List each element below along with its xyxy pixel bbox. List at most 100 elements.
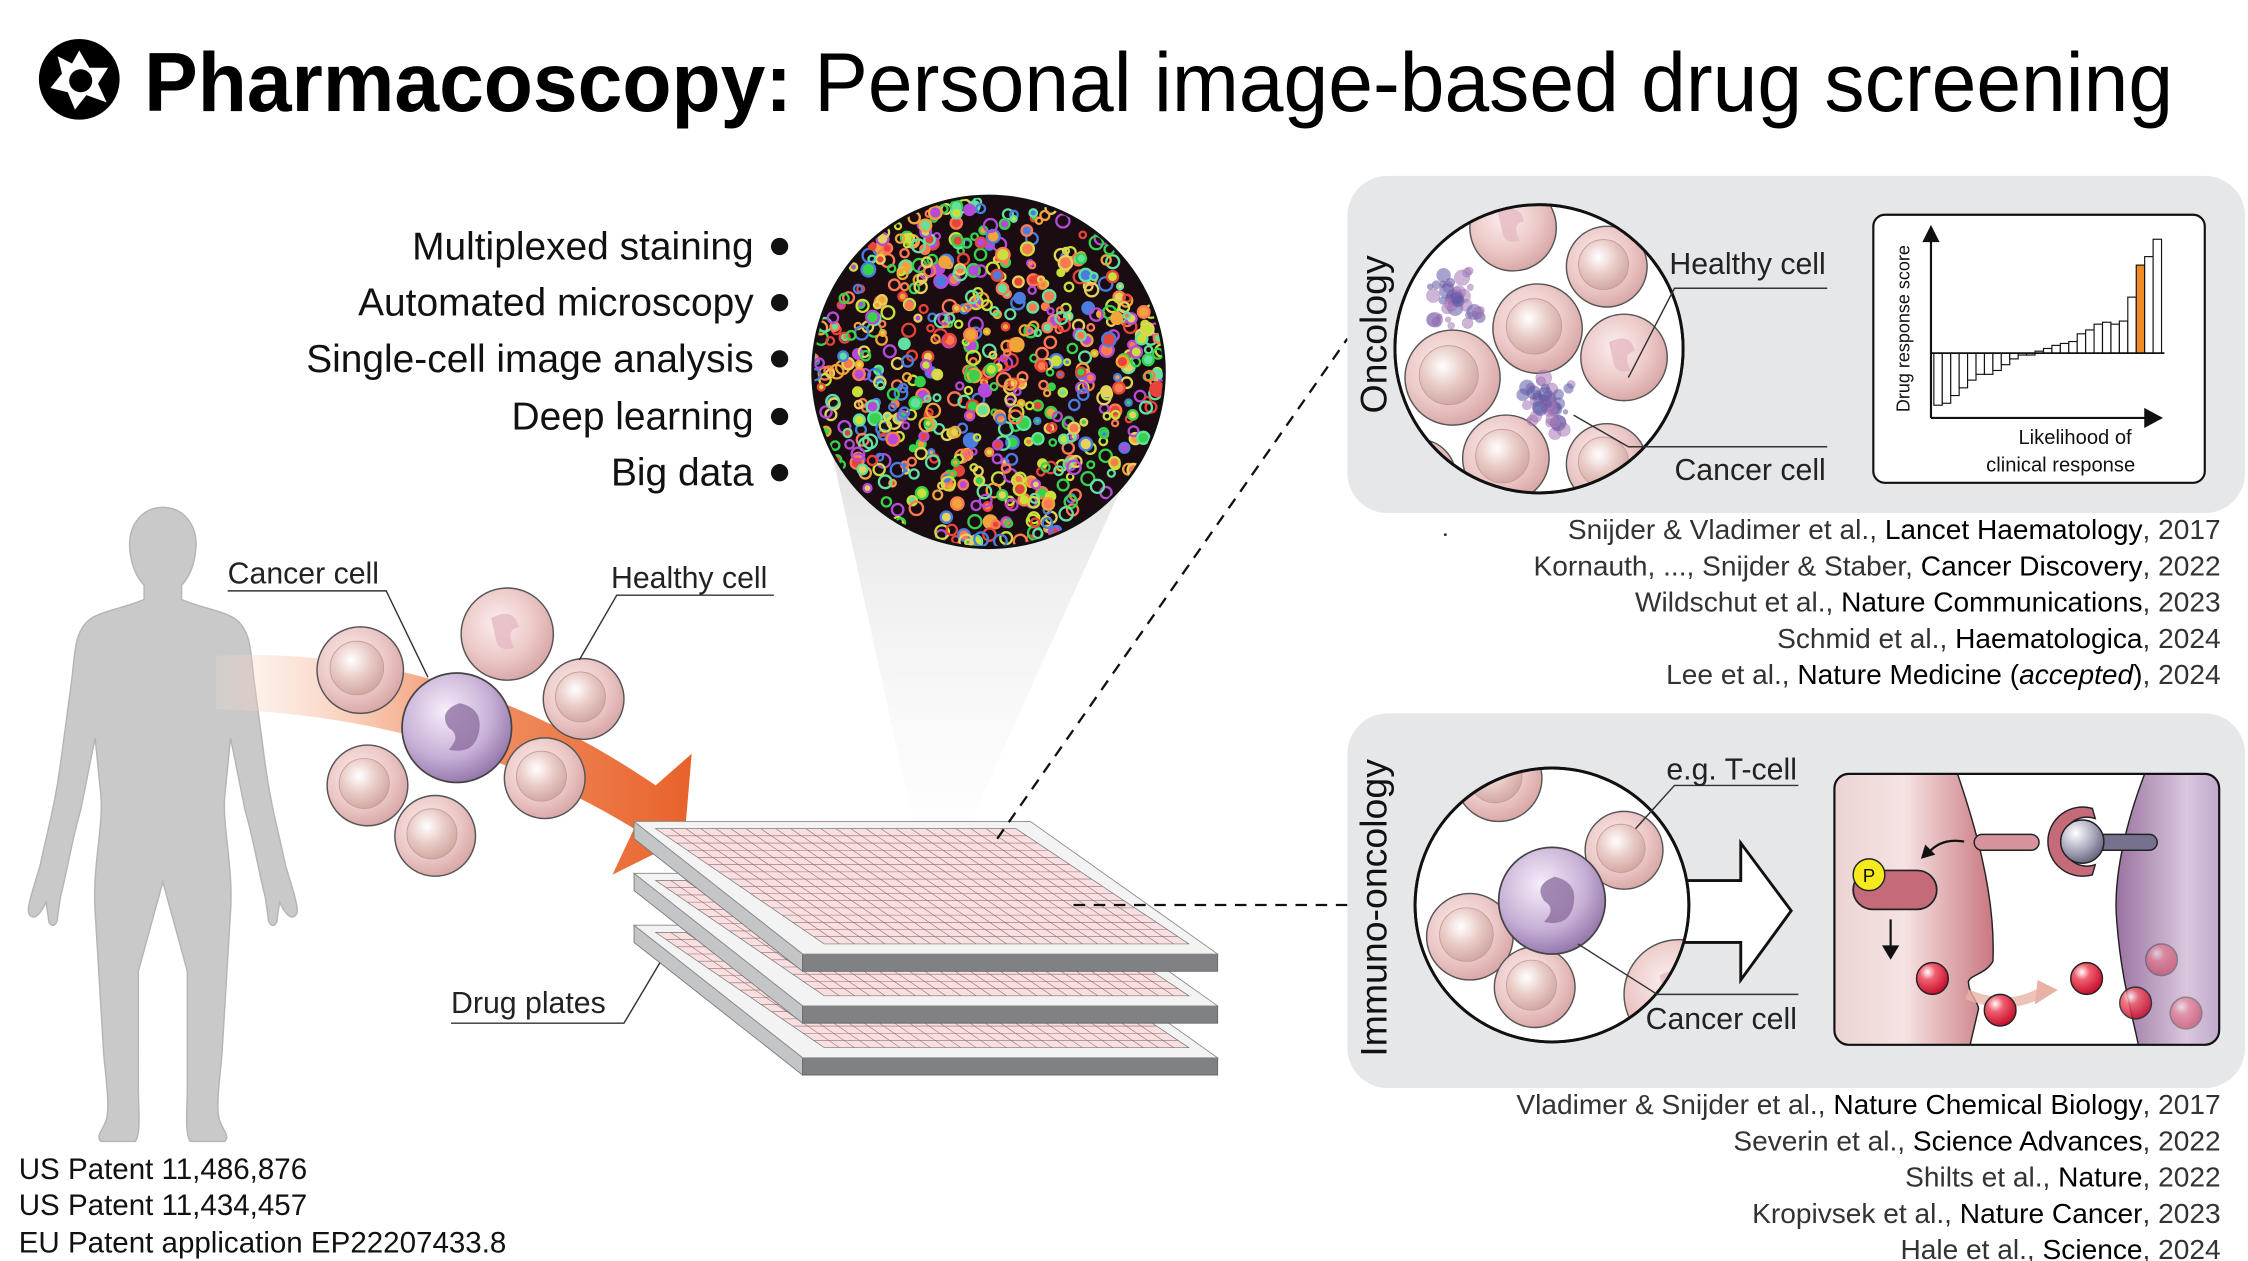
stained-cell-dot bbox=[1127, 425, 1140, 438]
healthy-cell-icon bbox=[316, 626, 405, 715]
reference-item: Hale et al., Science, 2024 bbox=[1900, 1234, 2220, 1261]
oncology-cancer-cell-label: Cancer cell bbox=[1674, 454, 1825, 487]
microscope-light-cone bbox=[824, 417, 1153, 865]
chart-bar bbox=[1983, 352, 1994, 375]
stained-cell-dot bbox=[1012, 387, 1022, 397]
stained-cell-dot bbox=[1122, 311, 1132, 320]
healthy-cell-icon bbox=[460, 587, 555, 681]
stained-cell-dot bbox=[874, 253, 886, 265]
chart-bar bbox=[1933, 352, 1943, 406]
stained-cell-dot bbox=[1029, 517, 1041, 529]
stained-cell-dot bbox=[1078, 230, 1088, 240]
stained-cell-dot bbox=[1066, 342, 1079, 355]
stained-cell-dot bbox=[927, 205, 943, 220]
stained-cell-dot bbox=[1081, 301, 1096, 316]
reference-note: accepted bbox=[2019, 659, 2134, 690]
stained-cell-dot bbox=[940, 428, 954, 442]
reference-item: Lee et al., Nature Medicine (accepted), … bbox=[1666, 659, 2220, 690]
stained-cell-dot bbox=[1038, 280, 1048, 290]
stained-cell-dot bbox=[1105, 254, 1121, 270]
stained-cell-dot bbox=[963, 410, 976, 422]
stained-cell-dot bbox=[910, 238, 927, 254]
bullet-icon bbox=[770, 350, 789, 368]
cancer-cell-icon bbox=[401, 672, 513, 784]
chart-bar bbox=[2051, 344, 2061, 354]
stained-cell-dot bbox=[1105, 269, 1120, 284]
stained-cell-dot bbox=[1129, 345, 1144, 359]
chart-bar bbox=[2093, 323, 2104, 354]
stained-cell-dot bbox=[1027, 285, 1037, 296]
stained-cell-dot bbox=[1118, 441, 1131, 454]
cancer-cell-leader-line bbox=[227, 590, 429, 678]
stained-cell-dot bbox=[852, 413, 866, 427]
drug-response-chart: Drug response score Likelihood of clinic… bbox=[1872, 213, 2206, 484]
healthy-cell-icon bbox=[326, 744, 409, 827]
immuno-oncology-label: Immuno-oncology bbox=[1352, 759, 1394, 1057]
oncology-references: Snijder & Vladimer et al., Lancet Haemat… bbox=[1534, 514, 2221, 690]
drug-plates-label: Drug plates bbox=[451, 987, 606, 1020]
stained-cell-dot bbox=[994, 413, 1007, 426]
reference-journal: Science Advances bbox=[1913, 1125, 2143, 1156]
reference-authors: Wildschut et al., bbox=[1635, 587, 1841, 618]
stained-cell-dot bbox=[1033, 416, 1042, 426]
healthy-cell-leader-line bbox=[578, 594, 774, 661]
microscopy-image bbox=[811, 194, 1166, 550]
blood-sample-cells bbox=[316, 587, 625, 877]
stained-cell-dot bbox=[1038, 379, 1049, 391]
stained-cell-dot bbox=[923, 394, 932, 403]
stained-cell-dot bbox=[944, 312, 956, 324]
stained-cell-dot bbox=[957, 478, 970, 491]
stained-cell-dot bbox=[1004, 518, 1014, 529]
stained-cell-dot bbox=[880, 304, 896, 321]
oncology-healthy-cell-label: Healthy cell bbox=[1669, 248, 1825, 281]
stained-cell-dot bbox=[1097, 276, 1114, 292]
stained-cell-dot bbox=[872, 462, 886, 477]
stained-cell-dot bbox=[1000, 321, 1011, 332]
stained-cell-dot bbox=[886, 263, 897, 274]
stained-cell-dot bbox=[1041, 517, 1054, 530]
bullet-icon bbox=[770, 407, 789, 426]
stained-cell-dot bbox=[918, 303, 929, 315]
stained-cell-dot bbox=[872, 300, 882, 310]
stained-cell-dot bbox=[1007, 409, 1023, 425]
stained-cell-dot bbox=[1033, 328, 1043, 338]
chart-ylabel: Drug response score bbox=[1893, 245, 1913, 412]
stained-cell-dot bbox=[1056, 370, 1065, 379]
stained-cell-dot bbox=[1043, 335, 1058, 350]
stained-cell-dot bbox=[882, 344, 897, 359]
stained-cell-dot bbox=[963, 385, 974, 396]
stained-cell-dot bbox=[1019, 241, 1036, 257]
stained-cell-dot bbox=[934, 524, 951, 541]
stained-cell-dot bbox=[1056, 317, 1072, 333]
stained-cell-dot bbox=[897, 382, 909, 394]
stained-cell-dot bbox=[1035, 346, 1049, 361]
chart-bar bbox=[1941, 352, 1952, 404]
stained-cell-dot bbox=[988, 350, 998, 360]
stained-cell-dot bbox=[1084, 372, 1097, 384]
bullet-icon bbox=[770, 294, 789, 312]
stained-cell-dot bbox=[1047, 382, 1056, 392]
chart-bar bbox=[2085, 329, 2095, 354]
stained-cell-dot bbox=[980, 299, 993, 312]
stained-cell-dot bbox=[919, 359, 933, 372]
stained-cell-dot bbox=[998, 217, 1011, 230]
reference-authors: Snijder & Vladimer et al., bbox=[1568, 514, 1885, 545]
stained-cell-dot bbox=[1075, 381, 1089, 395]
stained-cell-dot bbox=[1016, 398, 1026, 408]
stained-cell-dot bbox=[906, 456, 918, 467]
stained-cell-dot bbox=[1025, 401, 1035, 411]
healthy-cell-label: Healthy cell bbox=[611, 562, 767, 595]
stained-cell-dot bbox=[991, 439, 1004, 451]
stained-cell-dot bbox=[886, 387, 900, 401]
stained-cell-dot bbox=[865, 309, 880, 325]
stained-cell-dot bbox=[914, 446, 928, 461]
stained-cell-dot bbox=[880, 496, 893, 508]
stained-cell-dot bbox=[1090, 348, 1099, 358]
stained-cell-dot bbox=[991, 453, 1003, 465]
reference-year: , 2017 bbox=[2143, 1089, 2221, 1120]
reference-journal: Nature bbox=[2058, 1162, 2142, 1193]
reference-item: Schmid et al., Haematologica, 2024 bbox=[1777, 623, 2221, 654]
stained-cell-dot bbox=[964, 289, 980, 305]
reference-authors: Severin et al., bbox=[1733, 1125, 1913, 1156]
